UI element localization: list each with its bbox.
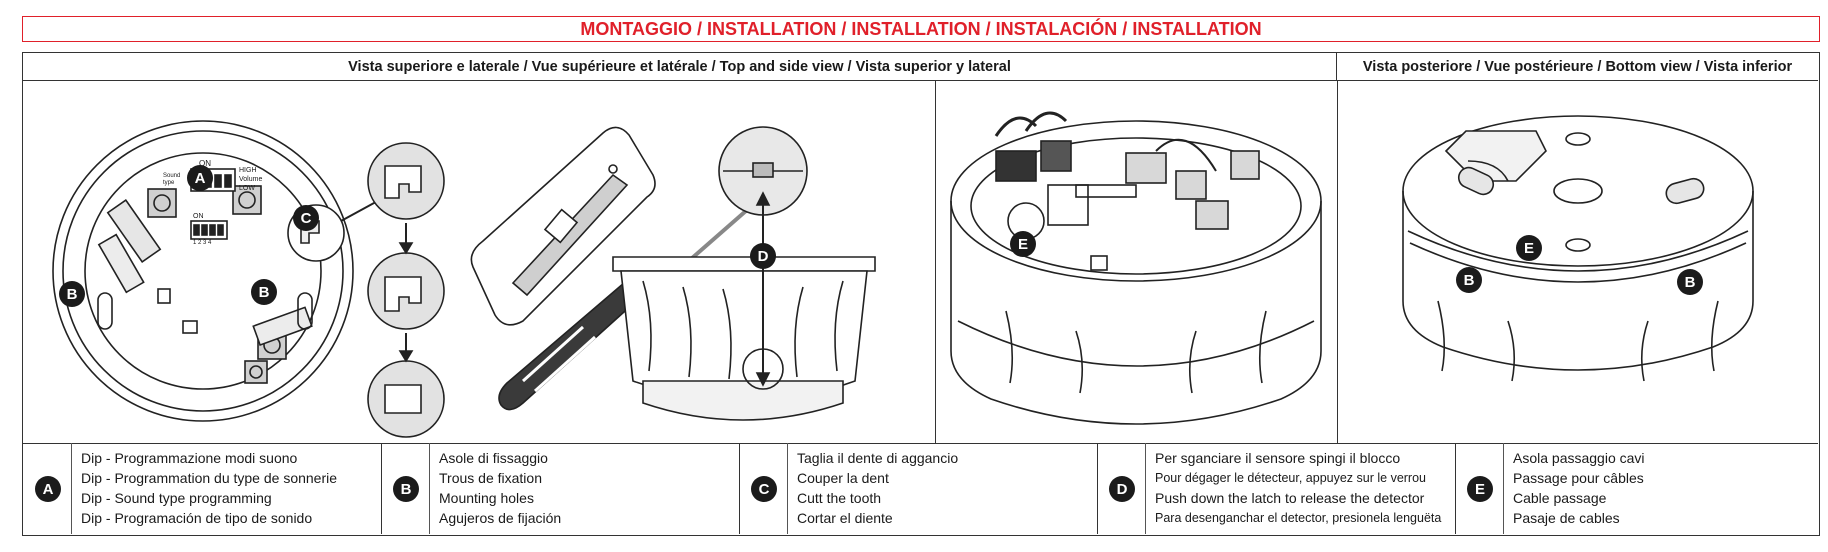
legend-line: Dip - Programación de tipo de sonido: [81, 510, 313, 526]
legend-badge-a: A: [35, 476, 61, 502]
legend-text-c: Taglia il dente di aggancio Couper la de…: [797, 448, 958, 528]
illustration-base-terminals: E: [936, 81, 1337, 443]
legend-item-c: C Taglia il dente di aggancio Couper la …: [739, 443, 1097, 534]
legend-item-b: B Asole di fissaggio Trous de fixation M…: [381, 443, 739, 534]
callout-b-bottom-left: B: [1456, 267, 1482, 293]
bottom-view-drawing: [1402, 115, 1754, 382]
legend-line: Asola passaggio cavi: [1513, 450, 1645, 466]
page-title: MONTAGGIO / INSTALLATION / INSTALLATION …: [22, 16, 1820, 42]
legend-separator: [1145, 443, 1146, 534]
legend-line: Passage pour câbles: [1513, 470, 1644, 486]
legend-text-b: Asole di fissaggio Trous de fixation Mou…: [439, 448, 561, 528]
legend-text-a: Dip - Programmazione modi suono Dip - Pr…: [81, 448, 337, 528]
divider-illustration-1: [935, 81, 936, 443]
callout-b-bottom-right: B: [1677, 269, 1703, 295]
legend-divider: [739, 443, 740, 534]
callout-a: A: [187, 165, 213, 191]
legend-divider: [381, 443, 382, 534]
legend-badge-e: E: [1467, 476, 1493, 502]
legend-badge-b: B: [393, 476, 419, 502]
legend-line: Taglia il dente di aggancio: [797, 450, 959, 466]
legend-line: Push down the latch to release the detec…: [1155, 490, 1425, 506]
legend-row: A Dip - Programmazione modi suono Dip - …: [23, 443, 1818, 534]
legend-separator: [71, 443, 72, 534]
legend-text-d: Per sganciare il sensore spingi il blocc…: [1155, 448, 1441, 528]
legend-line: Dip - Programmation du type de sonnerie: [81, 470, 338, 486]
legend-line: Trous de fixation: [439, 470, 542, 486]
callout-c: C: [293, 205, 319, 231]
dip-sound-type-label: Sound type: [163, 173, 181, 186]
callout-b-right: B: [251, 279, 277, 305]
legend-line: Cable passage: [1513, 490, 1607, 506]
legend-line: Mounting holes: [439, 490, 534, 506]
legend-separator: [1503, 443, 1504, 534]
legend-divider: [1097, 443, 1098, 534]
legend-badge-c: C: [751, 476, 777, 502]
legend-separator: [429, 443, 430, 534]
dip-on-label: ON: [199, 159, 211, 168]
legend-divider: [1455, 443, 1456, 534]
top-side-view-drawing: [52, 120, 876, 438]
legend-line: Cortar el diente: [797, 510, 893, 526]
dip-on-label-lower: ON: [193, 213, 204, 220]
base-terminals-drawing: [950, 111, 1322, 425]
legend-badge-d: D: [1109, 476, 1135, 502]
dip-volume-label: Volume: [239, 176, 263, 183]
legend-text-e: Asola passaggio cavi Passage pour câbles…: [1513, 448, 1645, 528]
callout-d: D: [750, 243, 776, 269]
callout-e-base: E: [1010, 231, 1036, 257]
legend-line: Pasaje de cables: [1513, 510, 1620, 526]
callout-e-bottom: E: [1516, 235, 1542, 261]
legend-item-a: A Dip - Programmazione modi suono Dip - …: [23, 443, 381, 534]
dip-high-label: HIGH: [239, 167, 257, 174]
legend-line: Agujeros de fijación: [439, 510, 562, 526]
legend-line: Asole di fissaggio: [439, 450, 548, 466]
header-bottom-view: Vista posteriore / Vue postérieure / Bot…: [1337, 53, 1818, 81]
legend-line: Dip - Programmazione modi suono: [81, 450, 298, 466]
legend-line: Cutt the tooth: [797, 490, 882, 506]
dip-low-label: LOW: [239, 185, 255, 192]
legend-item-e: E Asola passaggio cavi Passage pour câbl…: [1455, 443, 1818, 534]
dip-digits-label: 1 2 3 4: [193, 240, 212, 246]
installation-frame: Vista superiore e laterale / Vue supérie…: [22, 52, 1820, 536]
legend-line: Pour dégager le détecteur, appuyez sur l…: [1155, 471, 1427, 485]
legend-line: Per sganciare il sensore spingi il blocc…: [1155, 450, 1401, 466]
callout-b-left: B: [59, 281, 85, 307]
legend-line: Dip - Sound type programming: [81, 490, 272, 506]
illustration-top-side-view: A B B C D ON HIGH Volume LOW Sound type …: [23, 81, 935, 443]
header-top-side-view: Vista superiore e laterale / Vue supérie…: [23, 53, 1337, 81]
divider-legend: [23, 443, 1818, 444]
illustration-bottom-view: E B B: [1338, 81, 1818, 443]
divider-illustration-2: [1337, 81, 1338, 443]
legend-separator: [787, 443, 788, 534]
legend-line: Para desenganchar el detector, presionel…: [1155, 511, 1442, 525]
legend-item-d: D Per sganciare il sensore spingi il blo…: [1097, 443, 1455, 534]
legend-line: Couper la dent: [797, 470, 889, 486]
